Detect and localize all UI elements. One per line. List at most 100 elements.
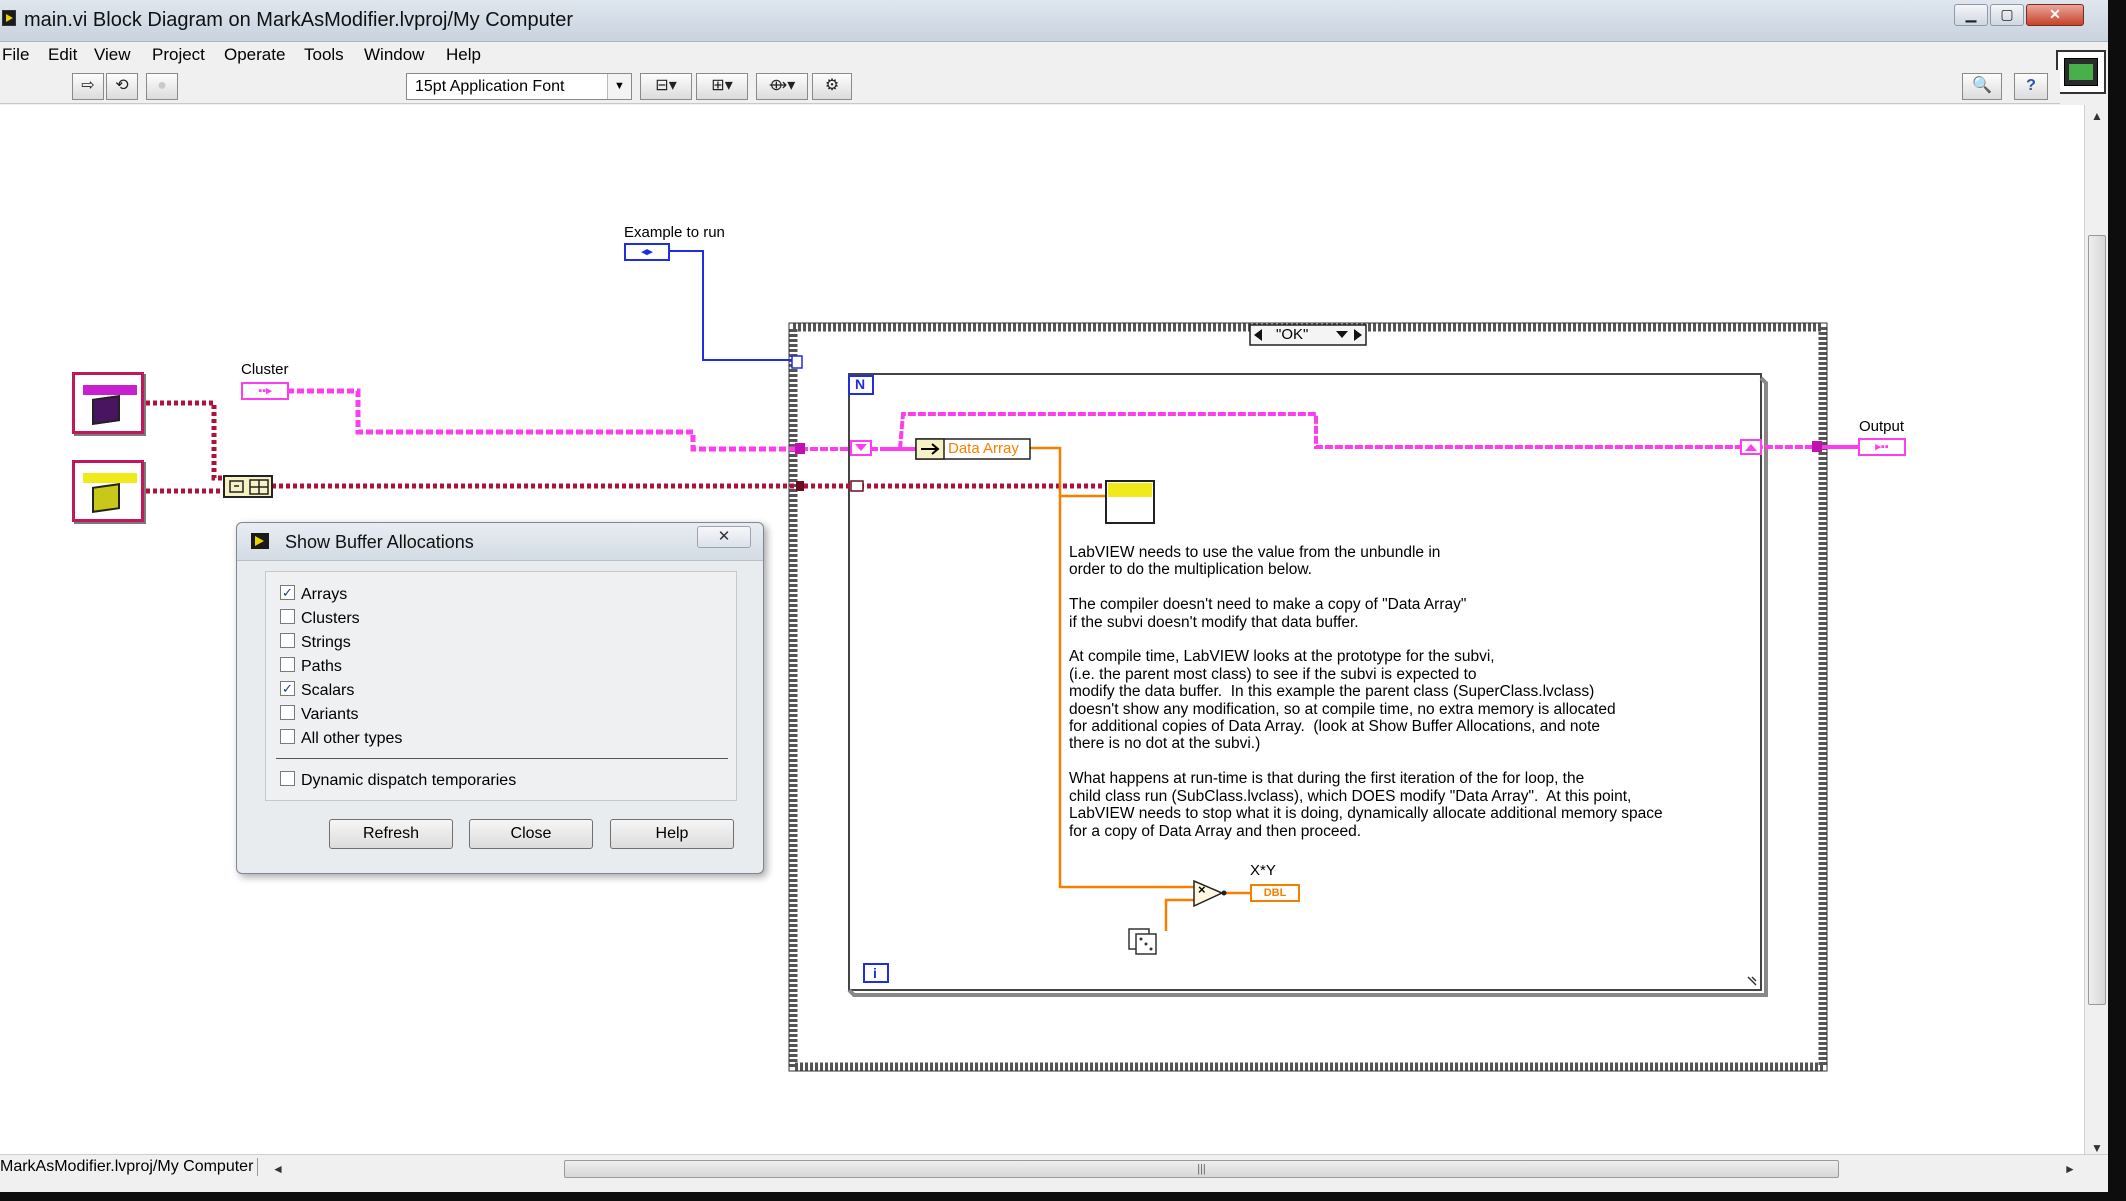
case-selector-value: "OK" [1276,326,1309,343]
close-window-button[interactable]: ✕ [2026,4,2084,26]
loop-iteration-terminal[interactable] [863,963,889,983]
superclass-constant[interactable] [72,372,144,434]
run-continuously-button[interactable]: ⟲ [106,73,138,100]
restore-button[interactable]: ▢ [1990,4,2024,26]
dialog-title-bar: Show Buffer Allocations ✕ [237,523,763,561]
for-loop[interactable] [848,373,1762,991]
vertical-scrollbar[interactable]: ▲ ▼ [2084,105,2108,1160]
reorder-button[interactable]: ⟴▾ [756,73,808,100]
enum-wire[interactable] [648,250,800,361]
class-wire-upper[interactable] [146,400,224,481]
case-prev-icon[interactable] [1254,329,1262,341]
abort-button[interactable]: ● [146,73,178,100]
menu-project[interactable]: Project [152,45,205,64]
labview-icon [251,533,269,549]
case-dropdown-icon[interactable] [1336,331,1348,338]
refresh-button[interactable]: Refresh [329,819,453,849]
labview-vi-icon [2,10,16,26]
strings-checkbox[interactable] [280,633,295,649]
class-tunnel[interactable] [796,481,804,491]
title-bar: main.vi Block Diagram on MarkAsModifier.… [0,0,2108,42]
menu-edit[interactable]: Edit [48,45,78,64]
window-title: main.vi Block Diagram on MarkAsModifier.… [24,9,574,31]
dynamic-dispatch-checkbox-row[interactable]: Dynamic dispatch temporaries [280,771,517,794]
unbundle-item-data-array: Data Array [948,440,1019,457]
random-number-wire[interactable] [1164,898,1194,931]
data-array-wire[interactable] [1030,446,1194,889]
dynamic-dispatch-checkbox[interactable] [280,771,295,787]
strings-label: Strings [301,634,351,651]
case-next-icon[interactable] [1354,329,1362,341]
menu-tools[interactable]: Tools [304,45,344,64]
scalars-checkbox[interactable]: ✓ [280,681,295,697]
scroll-right-icon[interactable]: ► [2064,1162,2076,1176]
scroll-down-icon[interactable]: ▼ [2091,1141,2103,1155]
help-button[interactable]: Help [610,819,734,849]
case-selector-terminal[interactable] [791,355,803,369]
class-cube-icon [92,395,120,425]
horizontal-scrollbar[interactable]: ||| [272,1158,2068,1180]
diagram-comment: LabVIEW needs to use the value from the … [1069,544,1663,840]
die-pip-3 [1144,942,1148,946]
clusters-checkbox[interactable] [280,609,295,625]
close-button[interactable]: Close [469,819,593,849]
menu-operate[interactable]: Operate [224,45,286,64]
paths-checkbox-row[interactable]: Paths [280,657,342,680]
subclass-constant[interactable] [72,460,144,522]
context-help-button[interactable]: ? [2014,73,2048,100]
output-indicator-terminal[interactable]: ▸▪▪ [1858,438,1906,456]
scroll-left-icon[interactable]: ◄ [272,1162,284,1176]
multiply-result-label: X*Y [1250,862,1276,879]
cluster-wire-input[interactable] [287,388,800,452]
strings-checkbox-row[interactable]: Strings [280,633,351,656]
dynamic-dispatch-label: Dynamic dispatch temporaries [301,772,517,789]
build-array-glyph [229,480,244,493]
loop-iteration-i: i [873,965,877,981]
paths-checkbox[interactable] [280,657,295,673]
clean-up-diagram-button[interactable]: ⚙ [812,73,852,100]
dialog-close-icon[interactable]: ✕ [697,526,751,548]
multiply-output-dot [1221,890,1227,896]
menu-file[interactable]: File [2,45,30,64]
case-selector-label[interactable] [1249,324,1367,346]
all-other-types-checkbox-row[interactable]: All other types [280,729,402,752]
all-other-types-checkbox[interactable] [280,729,295,745]
search-button[interactable]: 🔍 [1962,73,2002,100]
scalars-checkbox-row[interactable]: ✓Scalars [280,681,354,704]
subclass-color-band [83,473,137,483]
autoindex-tunnel[interactable] [850,480,864,492]
scroll-up-icon[interactable]: ▲ [2091,109,2103,123]
minimize-button[interactable]: ▁ [1954,4,1988,26]
vi-icon-pane[interactable] [2056,50,2106,94]
for-loop-shadow [847,376,1768,997]
menu-view[interactable]: View [94,45,131,64]
output-label: Output [1859,418,1905,435]
example-enum-terminal[interactable]: ◂▸ [624,243,670,261]
menu-window[interactable]: Window [364,45,425,64]
vertical-scroll-thumb[interactable] [2088,235,2106,1005]
arrays-checkbox-row[interactable]: ✓Arrays [280,585,347,608]
distribute-objects-button[interactable]: ⊞▾ [696,73,748,100]
clusters-checkbox-row[interactable]: Clusters [280,609,360,632]
menu-bar: File Edit View Project Operate Tools Win… [0,42,2060,70]
menu-help[interactable]: Help [446,45,481,64]
variants-checkbox[interactable] [280,705,295,721]
arrays-checkbox[interactable]: ✓ [280,585,295,601]
align-objects-button[interactable]: ⊟▾ [640,73,692,100]
clusters-label: Clusters [301,610,360,627]
font-selector-value: 15pt Application Font [415,78,565,95]
font-selector[interactable]: 15pt Application Font ▼ [406,73,632,100]
cluster-control-terminal[interactable]: ▪▪▸ [241,382,289,400]
variants-checkbox-row[interactable]: Variants [280,705,359,728]
multiply-node[interactable] [1193,879,1224,908]
shift-register-left-arrow [855,444,867,451]
dbl-indicator-terminal[interactable]: DBL [1250,884,1300,902]
run-button[interactable]: ⇨ [72,73,104,100]
horizontal-scroll-thumb[interactable]: ||| [564,1160,1839,1178]
loop-count-terminal[interactable] [848,375,874,395]
dialog-separator [276,758,728,759]
cluster-tunnel-out[interactable] [1812,441,1822,452]
cluster-tunnel-in[interactable] [795,443,805,454]
